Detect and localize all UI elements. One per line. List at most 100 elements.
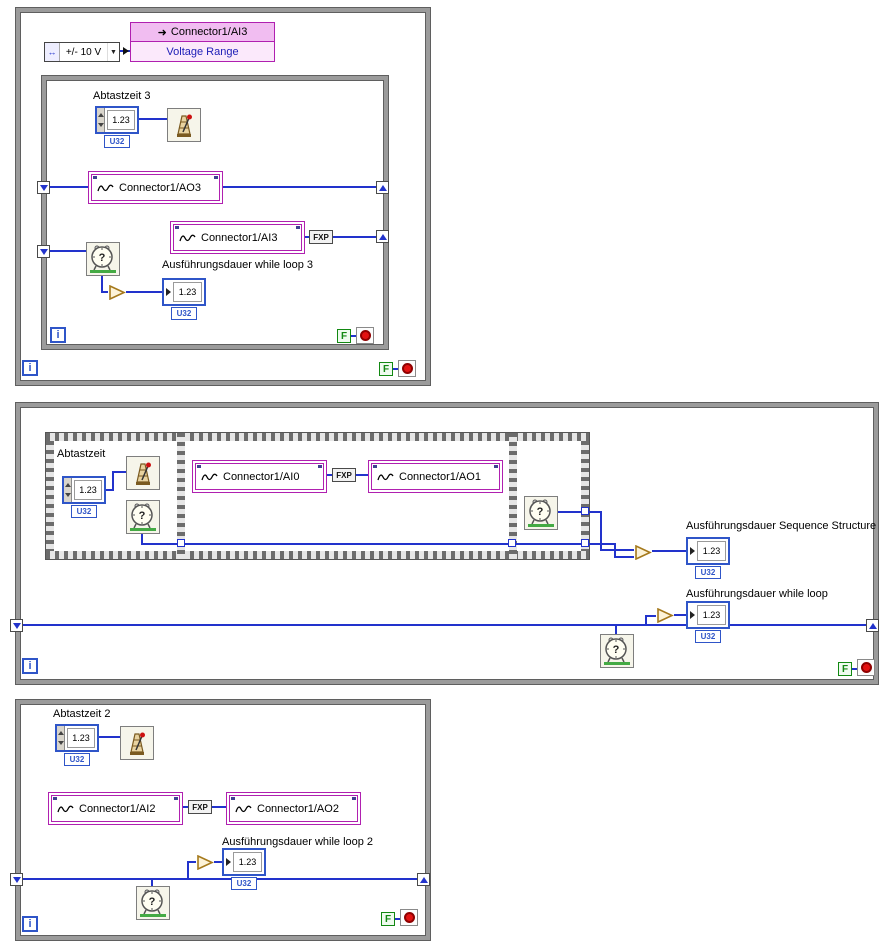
shift-register-right-icon[interactable]	[866, 619, 879, 632]
iteration-terminal[interactable]: i	[22, 916, 38, 932]
wire	[101, 276, 103, 293]
iteration-terminal[interactable]: i	[50, 327, 66, 343]
indicator-arrow-icon	[166, 288, 171, 296]
fxp-conversion-badge[interactable]: FXP	[309, 230, 333, 244]
shift-register-left-icon[interactable]	[10, 873, 23, 886]
voltage-range-ring[interactable]: ↔ +/- 10 V ▼	[44, 42, 120, 62]
tick-count-icon[interactable]: ?	[86, 242, 120, 276]
while-loop-bottom[interactable]	[16, 700, 430, 940]
subtract-icon[interactable]	[634, 545, 652, 560]
fxp-conversion-badge[interactable]: FXP	[188, 800, 212, 814]
wire	[614, 556, 634, 558]
tick-count-icon[interactable]: ?	[524, 496, 558, 530]
sequence-tunnel[interactable]	[581, 507, 589, 515]
sequence-tunnel[interactable]	[508, 539, 516, 547]
wire	[187, 861, 196, 863]
wait-until-next-ms-multiple-icon[interactable]	[167, 108, 201, 142]
wire	[600, 549, 634, 551]
false-constant[interactable]: F	[379, 362, 393, 376]
indicator-arrow-icon	[690, 547, 695, 555]
numeric-control-abtastzeit2[interactable]: 1.23 U32	[55, 724, 99, 766]
shift-register-left-icon[interactable]	[37, 245, 50, 258]
wire	[645, 615, 647, 626]
wait-until-next-ms-multiple-icon[interactable]	[120, 726, 154, 760]
wire	[50, 186, 88, 188]
waveform-icon	[57, 805, 74, 812]
wire	[112, 472, 114, 491]
wire	[23, 624, 868, 626]
ring-selector-icon: ↔	[45, 43, 60, 61]
datatype-label: U32	[104, 135, 130, 148]
svg-text:?: ?	[537, 506, 544, 518]
ao-channel-constant[interactable]: Connector1/AO3	[88, 171, 223, 204]
ai-channel-constant[interactable]: Connector1/AI0	[192, 460, 327, 493]
numeric-indicator-duration3[interactable]: 1.23 U32	[162, 278, 206, 320]
terminal-value: 1.23	[67, 728, 95, 748]
numeric-indicator-loop-duration[interactable]: 1.23 U32	[686, 601, 730, 643]
waveform-icon	[377, 473, 394, 480]
sequence-tunnel[interactable]	[177, 539, 185, 547]
dropdown-icon[interactable]: ▼	[107, 43, 119, 61]
datatype-label: U32	[64, 753, 90, 766]
convert-icon[interactable]	[108, 285, 126, 300]
wire	[50, 250, 86, 252]
numeric-indicator-sequence-duration[interactable]: 1.23 U32	[686, 537, 730, 579]
property-node-channel: Connector1/AI3	[170, 26, 248, 38]
iteration-terminal[interactable]: i	[22, 658, 38, 674]
spinner-icon	[57, 726, 65, 750]
shift-register-right-icon[interactable]	[376, 230, 389, 243]
subtract-icon[interactable]	[196, 855, 214, 870]
numeric-indicator-duration2[interactable]: 1.23 U32	[222, 848, 266, 890]
shift-register-right-icon[interactable]	[417, 873, 430, 886]
channel-name: Connector1/AO2	[257, 802, 339, 815]
sequence-border-left	[46, 441, 54, 551]
control-label: Abtastzeit 2	[53, 708, 111, 720]
wire	[674, 614, 686, 616]
wire	[356, 474, 368, 476]
tick-count-icon[interactable]: ?	[136, 886, 170, 920]
property-node-channel-row[interactable]: ➜ Connector1/AI3	[131, 23, 274, 42]
stop-icon	[403, 912, 415, 923]
terminal-frame: 1.23	[55, 724, 99, 752]
daqmx-property-node[interactable]: ➜ Connector1/AI3 Voltage Range	[130, 22, 275, 62]
fxp-conversion-badge[interactable]: FXP	[332, 468, 356, 482]
waveform-icon	[97, 184, 114, 191]
ao-channel-constant[interactable]: Connector1/AO1	[368, 460, 503, 493]
svg-text:?: ?	[99, 252, 106, 264]
wire	[99, 736, 120, 738]
shift-register-left-icon[interactable]	[10, 619, 23, 632]
sequence-border-right	[581, 441, 589, 551]
wire	[106, 489, 114, 491]
wire	[141, 534, 143, 545]
tick-count-icon[interactable]: ?	[600, 634, 634, 668]
loop-condition-stop-terminal[interactable]	[857, 659, 875, 676]
waveform-icon	[201, 473, 218, 480]
wire	[23, 878, 420, 880]
wait-until-next-ms-multiple-icon[interactable]	[126, 456, 160, 490]
property-node-property[interactable]: Voltage Range	[131, 42, 274, 61]
tick-count-icon[interactable]: ?	[126, 500, 160, 534]
ai-channel-constant[interactable]: Connector1/AI3	[170, 221, 305, 254]
shift-register-right-icon[interactable]	[376, 181, 389, 194]
shift-register-left-icon[interactable]	[37, 181, 50, 194]
false-constant[interactable]: F	[337, 329, 351, 343]
loop-condition-stop-terminal[interactable]	[400, 909, 418, 926]
ao-channel-constant[interactable]: Connector1/AO2	[226, 792, 361, 825]
ai-channel-constant[interactable]: Connector1/AI2	[48, 792, 183, 825]
sequence-tunnel[interactable]	[581, 539, 589, 547]
false-constant[interactable]: F	[838, 662, 852, 676]
flat-sequence-structure[interactable]	[45, 432, 590, 560]
sequence-border-top	[46, 433, 589, 441]
subtract-icon[interactable]	[656, 608, 674, 623]
iteration-terminal[interactable]: i	[22, 360, 38, 376]
while-loop-inner-top[interactable]	[42, 76, 388, 349]
false-constant[interactable]: F	[381, 912, 395, 926]
numeric-control-abtastzeit[interactable]: 1.23 U32	[62, 476, 106, 518]
while-loop-outer-top[interactable]	[16, 8, 430, 385]
ring-value: +/- 10 V	[65, 46, 102, 58]
numeric-control-abtastzeit3[interactable]: 1.23 U32	[95, 106, 139, 148]
stop-icon	[401, 363, 413, 374]
loop-condition-stop-terminal[interactable]	[398, 360, 416, 377]
loop-condition-stop-terminal[interactable]	[356, 327, 374, 344]
while-loop-middle[interactable]	[16, 403, 878, 684]
